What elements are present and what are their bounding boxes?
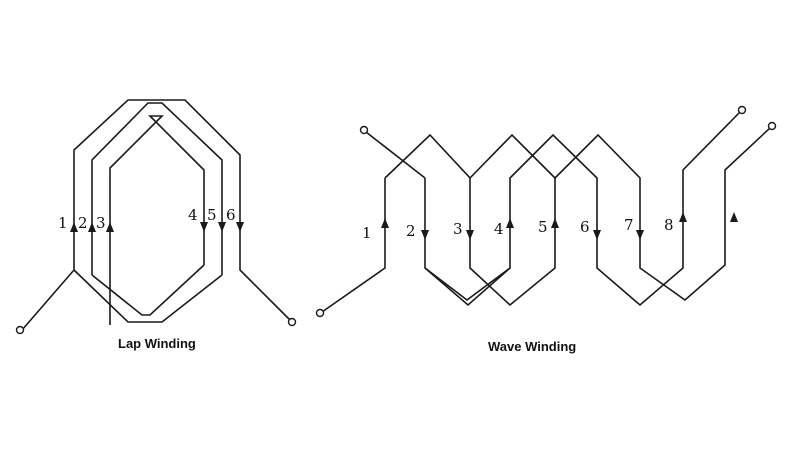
wave-conductor-label-2: 2 [406, 222, 416, 240]
lap-conductor-label-1: 1 [58, 214, 68, 232]
lap-terminal-right [287, 317, 297, 327]
wave-lead-top [365, 131, 426, 179]
wave-terminal-right-2 [767, 121, 777, 131]
wave-winding-diagram: 1 2 3 4 5 6 7 8 Wave Winding [315, 105, 777, 354]
wave-arrow-1 [381, 218, 389, 228]
lap-conductor-label-4: 4 [188, 206, 198, 224]
lap-winding-diagram: 1 2 3 4 5 6 Lap Winding [15, 99, 297, 351]
wave-terminal-right-1 [737, 105, 747, 115]
lap-coil-middle [91, 102, 223, 275]
wave-conductor-label-6: 6 [580, 218, 590, 236]
wave-crossing-1 [469, 133, 556, 179]
wave-arrow-5 [551, 218, 559, 228]
wave-conductor-label-3: 3 [453, 220, 463, 238]
wave-arrow-4 [506, 218, 514, 228]
wave-terminal-top-left [359, 125, 369, 135]
wave-conductor-label-4: 4 [494, 220, 504, 238]
lap-terminal-left [15, 325, 25, 335]
wave-crossing-2 [424, 267, 511, 302]
lap-conductor-label-2: 2 [78, 214, 88, 232]
wave-path-a [384, 127, 771, 307]
lap-arrow-up-2 [88, 222, 96, 232]
wave-arrow-9 [730, 212, 738, 222]
wave-path-b [424, 111, 741, 307]
lap-arrow-up-1 [70, 222, 78, 232]
lap-arrow-down-4 [200, 222, 208, 232]
wave-lead-in [321, 178, 386, 313]
lap-end-connection-1 [73, 269, 223, 323]
lap-coil-inner [109, 115, 205, 325]
wave-conductor-label-5: 5 [538, 218, 548, 236]
wave-terminal-left [315, 308, 325, 318]
lap-conductor-label-3: 3 [96, 214, 106, 232]
lap-arrow-down-5 [218, 222, 226, 232]
wave-arrow-7 [636, 230, 644, 240]
lap-arrow-up-3 [106, 222, 114, 232]
wave-arrow-8 [679, 212, 687, 222]
wave-arrow-6 [593, 230, 601, 240]
wave-winding-caption: Wave Winding [488, 339, 576, 354]
lap-conductor-label-6: 6 [226, 206, 236, 224]
lap-conductor-label-5: 5 [207, 206, 217, 224]
lap-winding-caption: Lap Winding [118, 336, 196, 351]
wave-arrow-3 [466, 230, 474, 240]
lap-end-connection-2 [91, 264, 205, 316]
lap-coil-outer [21, 99, 291, 331]
wave-arrow-2 [421, 230, 429, 240]
wave-conductor-label-8: 8 [664, 216, 674, 234]
wave-conductor-label-7: 7 [624, 216, 634, 234]
wave-conductor-label-1: 1 [362, 224, 372, 242]
lap-arrow-down-6 [236, 222, 244, 232]
